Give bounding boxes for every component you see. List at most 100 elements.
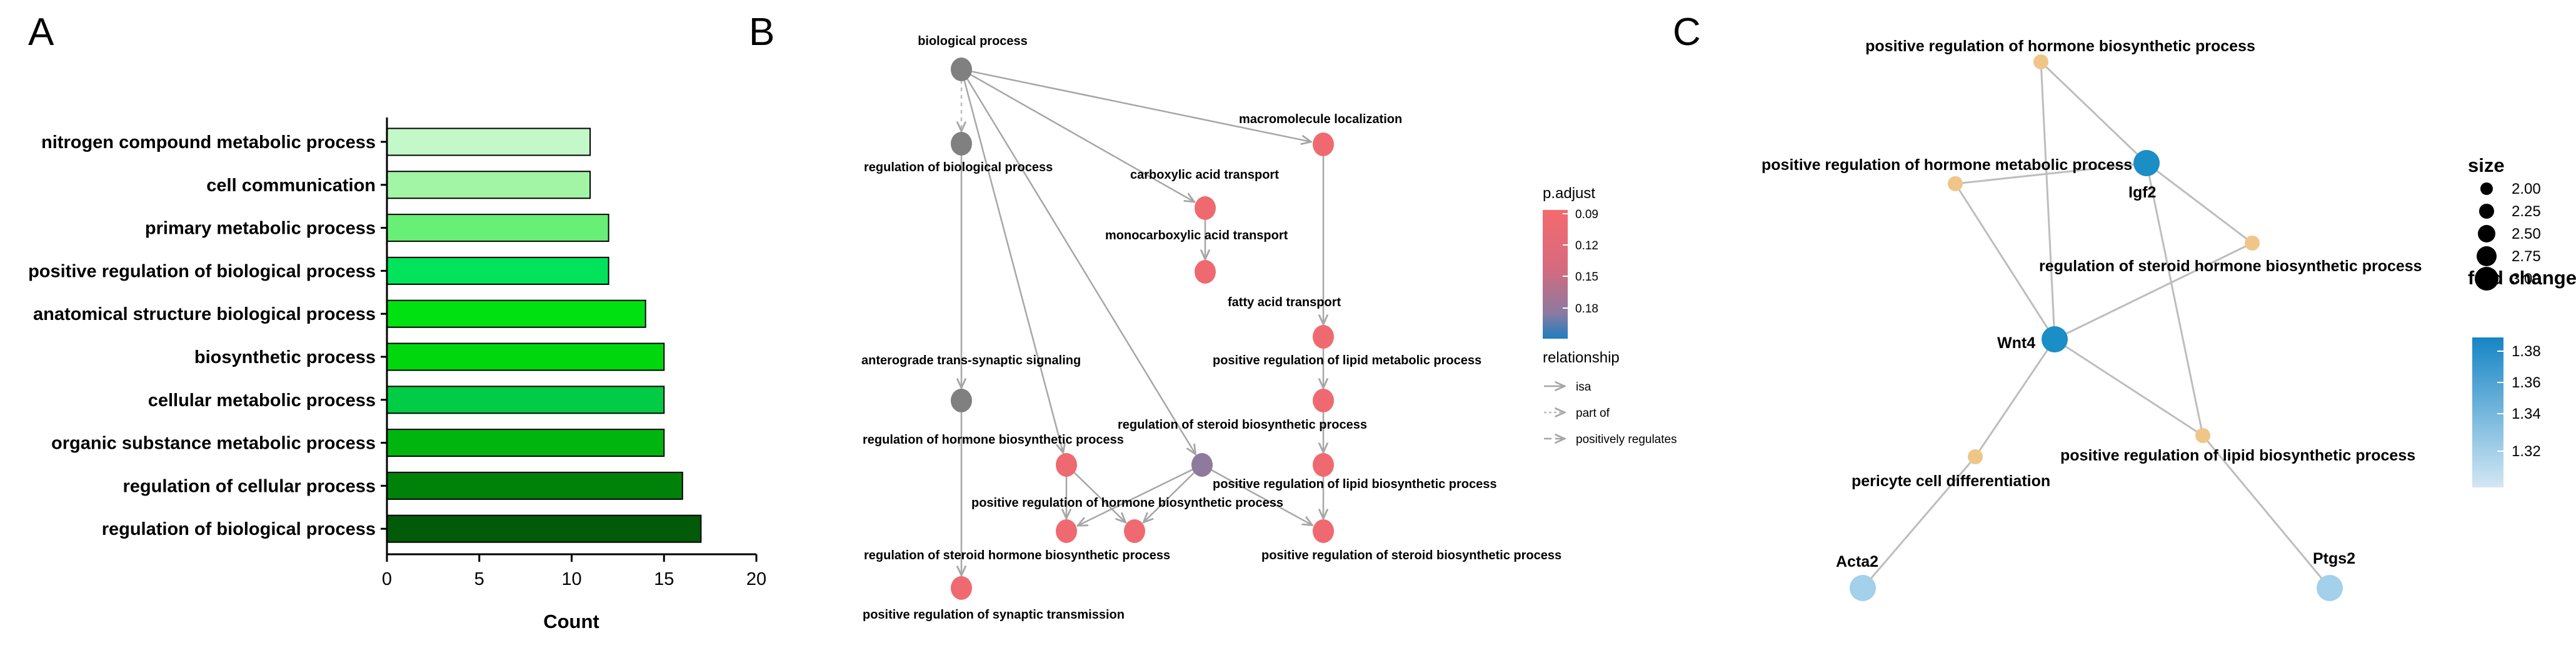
node-label-ptgs2: Ptgs2 [2313,550,2355,567]
legend-positively-regulates-label: positively regulates [1576,433,1677,446]
category-label: regulation of biological process [102,519,376,539]
node-label-fat: fatty acid transport [1228,296,1341,309]
panel-c-labels: positive regulation of hormone biosynthe… [1762,37,2422,571]
panel-a-bar-chart: nitrogen compound metabolic processcell … [28,117,766,632]
panel-b-edges [961,71,1323,576]
edge-prlb-ptgs2 [2202,435,2331,589]
size-legend-dot [2478,225,2495,242]
category-label: biosynthetic process [194,347,376,367]
node-cat [1195,196,1216,220]
size-legend-title: size [2468,154,2505,176]
node-prhm [1948,176,1963,191]
edge-igf2-prlb [2145,162,2204,436]
edge-rhb-to-prhb [1073,471,1125,522]
panel-label-c: C [1673,11,1701,54]
size-legend-label: 2.25 [2512,203,2541,220]
node-label-prsb: positive regulation of steroid biosynthe… [1261,549,1561,562]
bar [386,256,609,285]
node-label-cat: carboxylic acid transport [1130,168,1279,182]
edge-bp-to-rhb [963,79,1063,452]
x-tick-label: 0 [382,569,392,589]
edge-wnt4-prlb [2054,338,2203,437]
legend-part-of-label: part of [1576,407,1610,420]
node-pcd [1968,449,1983,464]
bar [386,171,591,199]
relationship-legend: relationship isa part of positively regu… [1543,349,1677,446]
x-tick-label: 20 [746,569,766,589]
panel-c-nodes [1850,54,2343,601]
panel-b-labels: biological process regulation of biologic… [861,34,1561,622]
panel-label-a: A [28,11,54,54]
panel-label-b: B [749,11,774,54]
node-igf2 [2133,150,2160,176]
size-legend-label: 2.50 [2512,226,2541,242]
bar [386,514,702,543]
fold-change-colorbar [2472,337,2503,487]
edge-prhb-wnt4 [2040,61,2056,340]
node-label-rhb: regulation of hormone biosynthetic proce… [863,433,1124,447]
fold-change-legend-title: fold change [2468,267,2576,289]
node-label-prhb: positive regulation of hormone biosynthe… [1865,37,2255,55]
legend-isa-label: isa [1576,381,1591,394]
node-prhb [1124,519,1145,543]
edge-wnt4-pcd [1974,339,2056,457]
edge-prhb-igf2 [2040,61,2148,164]
category-label: regulation of cellular process [123,476,376,496]
padjust-tick-label: 0.15 [1575,271,1598,284]
padjust-tick-label: 0.09 [1575,208,1598,221]
padjust-legend-title: p.adjust [1543,185,1595,202]
padjust-ticks: 0.090.120.150.18 [1563,208,1598,316]
node-label-prst: positive regulation of synaptic transmis… [863,608,1125,622]
node-ats [951,389,972,412]
relationship-legend-title: relationship [1543,349,1620,366]
category-label: primary metabolic process [145,219,376,239]
node-label-ml: macromolecule localization [1239,112,1402,126]
padjust-colorbar [1543,210,1568,339]
category-label: anatomical structure biological process [33,304,376,324]
fold-change-ticks: 1.381.361.341.32 [2497,343,2541,460]
node-prsb [1313,519,1334,543]
bar-group: nitrogen compound metabolic processcell … [28,127,702,543]
size-legend-label: 2.75 [2512,248,2541,265]
size-legend-dot [2477,246,2497,266]
bar [386,471,683,500]
node-label-bp: biological process [918,34,1028,48]
node-prlb [2195,428,2210,443]
fold-change-tick-label: 1.36 [2512,374,2541,391]
node-label-igf2: Igf2 [2128,184,2156,201]
node-bp [951,57,972,81]
category-label: organic substance metabolic process [51,434,376,454]
x-tick-label: 15 [654,569,674,589]
node-prlm [1313,389,1334,412]
x-tick-label: 5 [474,569,484,589]
node-mcat [1195,260,1216,284]
x-axis-label: Count [543,611,599,632]
edge-prhm-wnt4 [1954,183,2056,340]
edge-rsb-to-prhb [1143,472,1195,522]
node-acta2 [1850,575,1876,601]
bar [386,342,665,371]
fold-change-tick-label: 1.32 [2512,443,2541,460]
size-legend-dot [2480,182,2493,195]
node-ptgs2 [2317,575,2343,601]
node-label-rsb: regulation of steroid biosynthetic proce… [1118,418,1367,432]
panel-b-go-network: biological process regulation of biologic… [861,34,1677,622]
node-rshb [1056,519,1077,543]
node-fat [1313,325,1334,349]
category-label: cellular metabolic process [148,391,376,411]
padjust-tick-label: 0.18 [1575,302,1598,316]
edge-rsb-to-prsb [1211,469,1313,525]
edge-pcd-acta2 [1862,456,1977,589]
bar [386,386,665,414]
node-label-prhb: positive regulation of hormone biosynthe… [971,496,1283,510]
category-label: positive regulation of biological proces… [28,261,376,281]
padjust-legend: p.adjust 0.090.120.150.18 [1543,185,1598,339]
size-legend-dot [2475,267,2498,291]
node-label-prhm: positive regulation of hormone metabolic… [1762,156,2132,174]
node-label-prlb: positive regulation of lipid biosyntheti… [1213,477,1497,491]
panel-c-gene-network: positive regulation of hormone biosynthe… [1762,37,2576,601]
node-label-rbp: regulation of biological process [864,161,1053,174]
edge-bp-to-cat [970,74,1195,202]
fold-change-legend: fold change 1.381.361.341.32 [2468,267,2576,487]
